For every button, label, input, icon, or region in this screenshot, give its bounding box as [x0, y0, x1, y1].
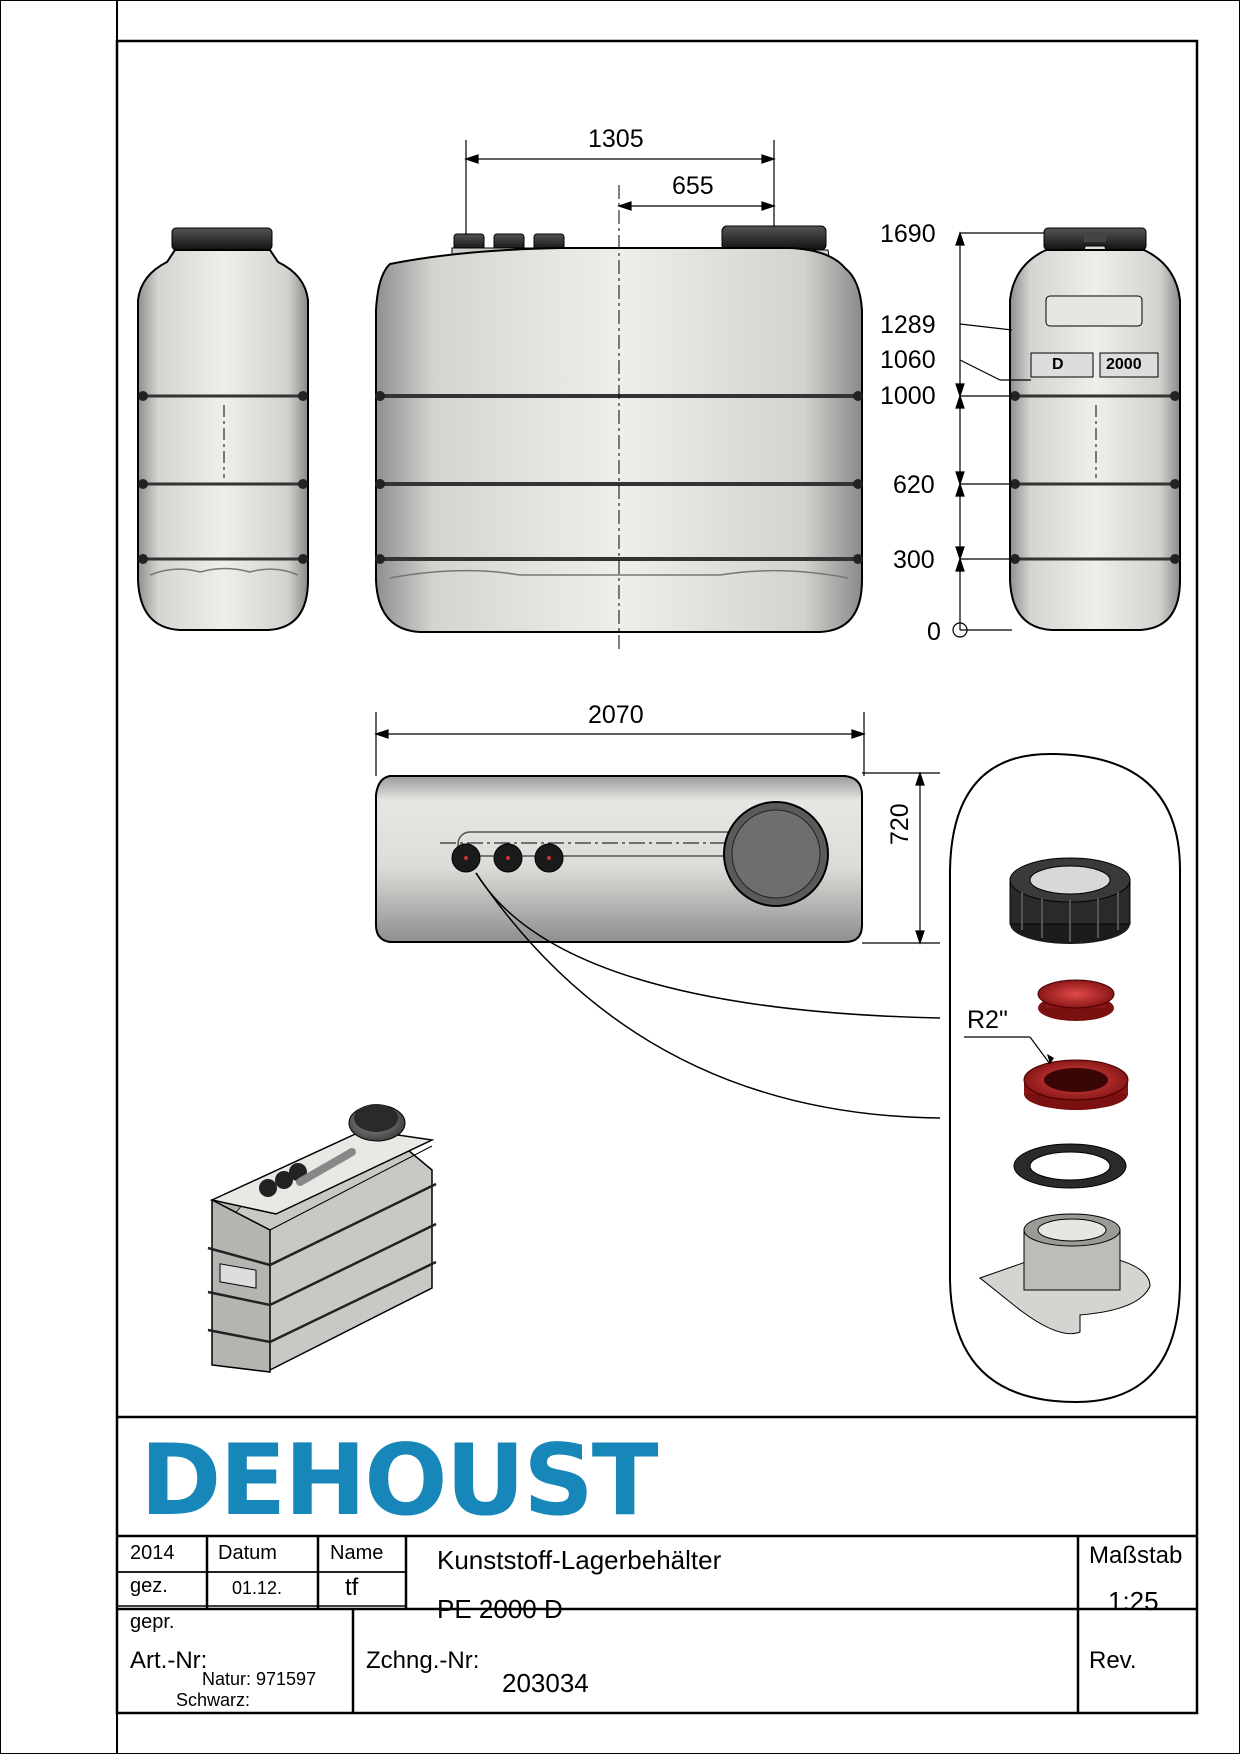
- gez-date: 01.12.: [232, 1578, 283, 1598]
- zchng-label: Zchng.-Nr:: [366, 1647, 480, 1674]
- dim-width-total: 1305: [588, 125, 644, 153]
- gez-label: gez.: [130, 1575, 168, 1597]
- dim-depth: 720: [886, 803, 914, 845]
- side-view-left: [137, 227, 309, 631]
- dim-height-1060: 1060: [880, 346, 936, 374]
- title-line-2: PE 2000 D: [437, 1594, 563, 1624]
- gez-name: tf: [345, 1574, 359, 1601]
- datum-label: Datum: [218, 1542, 277, 1564]
- dim-height-620: 620: [893, 471, 935, 499]
- scale-value: 1:25: [1108, 1586, 1159, 1616]
- isometric-view: [207, 1104, 437, 1373]
- thread-label: R2": [967, 1006, 1008, 1034]
- tank-mark-number: 2000: [1106, 356, 1142, 373]
- art-nr-label: Art.-Nr:: [130, 1647, 208, 1674]
- height-dimensions: [952, 231, 1044, 638]
- zchng-value: 203034: [502, 1668, 589, 1698]
- dim-length: 2070: [588, 701, 644, 729]
- dim-height-1000: 1000: [880, 382, 936, 410]
- rev-label: Rev.: [1089, 1647, 1137, 1674]
- dim-height-1690: 1690: [880, 220, 936, 248]
- detail-callout: [475, 752, 1181, 1404]
- title-line-1: Kunststoff-Lagerbehälter: [437, 1545, 722, 1575]
- gepr-label: gepr.: [130, 1611, 175, 1633]
- title-block-inner-lines: [116, 1538, 406, 1609]
- exploded-fitting: [964, 857, 1151, 1335]
- side-view-right: [1009, 227, 1181, 631]
- dim-height-0: 0: [927, 618, 941, 646]
- name-label: Name: [330, 1542, 384, 1564]
- dimension-lines-top: [464, 140, 776, 235]
- top-view: [375, 775, 863, 943]
- scale-label: Maßstab: [1089, 1542, 1183, 1569]
- company-logo: DEHOUST: [140, 1424, 659, 1538]
- schwarz-label: Schwarz:: [176, 1690, 251, 1710]
- year-cell: 2014: [130, 1542, 175, 1564]
- front-view: [375, 185, 863, 652]
- tank-mark-letter: D: [1052, 356, 1064, 373]
- dim-width-half: 655: [672, 172, 714, 200]
- dimension-lines-top-view: [374, 712, 940, 945]
- dim-height-300: 300: [893, 546, 935, 574]
- dim-height-1289: 1289: [880, 311, 936, 339]
- natur-number: Natur: 971597: [202, 1669, 317, 1689]
